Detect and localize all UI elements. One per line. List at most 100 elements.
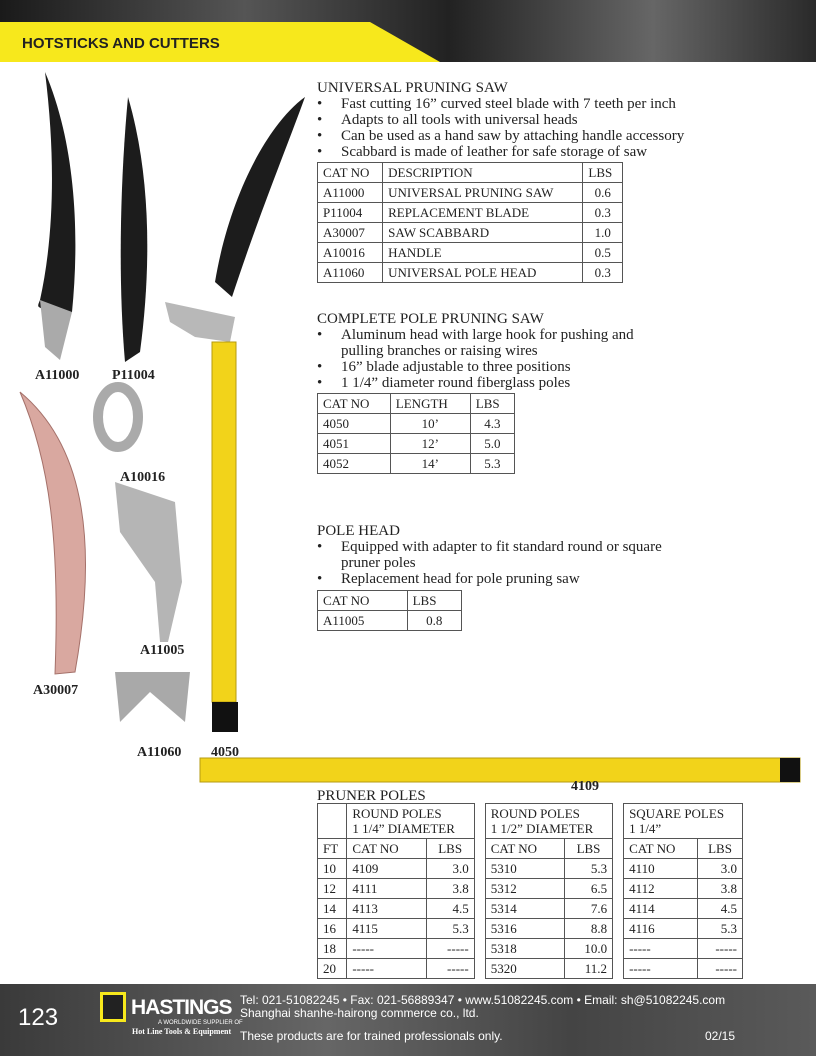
table-cell: LBS [469,393,516,414]
table-cell: 4.3 [469,413,516,434]
column-gap [473,803,486,839]
section-complete-saw: COMPLETE POLE PRUNING SAW Aluminum head … [317,311,637,391]
table-cell: 5.3 [425,918,475,939]
table-cell: 3.0 [697,858,743,879]
table-cell: A10016 [316,242,384,263]
table-cell: CAT NO [484,838,565,859]
table-cell: HANDLE [382,242,584,263]
group-header-line: 1 1/4” DIAMETER [352,821,455,836]
section-universal-saw: UNIVERSAL PRUNING SAW Fast cutting 16” c… [317,80,684,160]
table-cell: ----- [346,938,427,959]
table-cell: 20 [316,958,348,979]
table-cell: 14 [316,898,348,919]
column-gap [473,858,486,879]
table-cell: 14’ [389,453,471,474]
table-cell: 4115 [346,918,427,939]
table-cell: ----- [346,958,427,979]
table-cell: 8.8 [563,918,614,939]
table-cell: ----- [697,938,743,959]
table-cell: LBS [697,838,743,859]
footer-disclaimer: These products are for trained professio… [240,1029,503,1043]
bullet: Replacement head for pole pruning saw [317,571,697,587]
scabbard [19,391,87,675]
label-a11000: A11000 [35,368,80,383]
table-cell: 4052 [317,453,391,474]
pole-head [165,302,235,342]
bullet: Equipped with adapter to fit standard ro… [317,539,697,571]
table-cell: 12 [316,878,348,899]
column-gap [612,918,625,939]
table-cell: ----- [623,938,699,959]
table-cell: ----- [697,958,743,979]
column-gap [612,838,625,859]
table-cell: 3.8 [697,878,743,899]
bullet: Can be used as a hand saw by attaching h… [317,128,684,144]
table-cell: 3.0 [425,858,475,879]
section-tab: HOTSTICKS AND CUTTERS [0,22,440,62]
label-a10016: A10016 [120,470,166,485]
table-cell: 0.6 [582,182,623,203]
table-cell: LBS [582,162,623,183]
table-cell: 5.3 [469,453,516,474]
group-header-line: ROUND POLES [490,806,580,821]
table-cell: 5312 [484,878,565,899]
label-a11060: A11060 [137,745,182,760]
column-gap [473,918,486,939]
table-cell: 4050 [317,413,391,434]
column-gap [473,898,486,919]
bullet: Adapts to all tools with universal heads [317,112,684,128]
table-cell: 4111 [346,878,427,899]
section-heading: UNIVERSAL PRUNING SAW [317,80,508,96]
label-4050: 4050 [211,745,239,760]
label-a11005: A11005 [140,643,185,658]
group-header-line: 1 1/4” [629,821,662,836]
section-heading: POLE HEAD [317,523,400,539]
table-cell: 4114 [623,898,699,919]
table-cell: ----- [425,958,475,979]
table-cell: 4.5 [697,898,743,919]
column-gap [473,938,486,959]
group-header-line: SQUARE POLES [629,806,725,821]
table-cell: 4.5 [425,898,475,919]
table-cell: LBS [406,590,463,611]
table-cell: 3.8 [425,878,475,899]
label-4109: 4109 [571,779,599,794]
saw-blade-4050 [215,97,305,297]
table-cell: 10.0 [563,938,614,959]
bullet: Fast cutting 16” curved steel blade with… [317,96,684,112]
table-cell: SAW SCABBARD [382,222,584,243]
pole-head-a11060 [115,672,190,722]
table-cell: FT [316,838,348,859]
logo-tagline: A WORLDWIDE SUPPLIER OF [158,1020,243,1026]
column-gap [473,958,486,979]
table-cell: 11.2 [563,958,614,979]
column-gap [612,938,625,959]
column-gap [612,858,625,879]
column-gap [612,878,625,899]
table-cell: CAT NO [317,590,408,611]
saw-mount [40,300,72,360]
footer-company: Shanghai shanhe-hairong commerce co., lt… [240,1006,479,1020]
footer-date: 02/15 [705,1029,736,1043]
table-cell: 0.8 [406,610,463,631]
section-heading: PRUNER POLES [317,788,426,804]
table-cell: 4110 [623,858,699,879]
table-cell: DESCRIPTION [382,162,584,183]
table-cell: 5318 [484,938,565,959]
